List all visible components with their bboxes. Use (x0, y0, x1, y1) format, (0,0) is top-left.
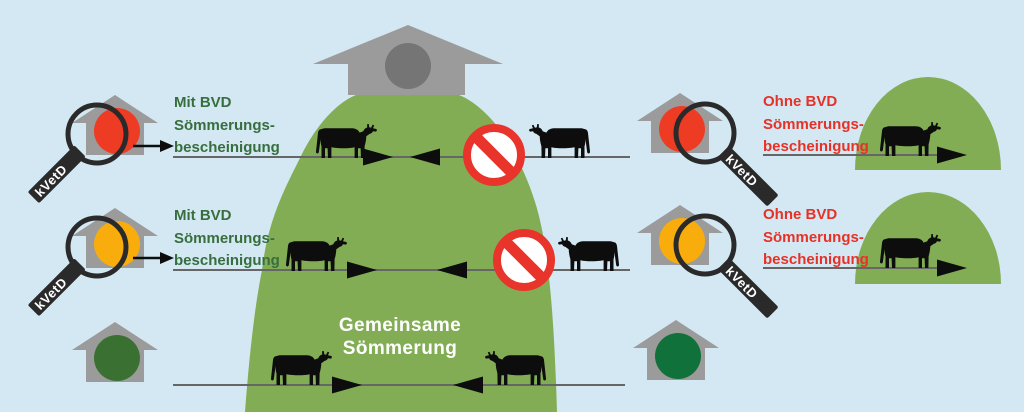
with-bvd-label-row1: Mit BVD Sömmerungs- bescheinigung (174, 94, 280, 156)
common-pasture-line1: Gemeinsame (339, 315, 461, 336)
with-bvd-label-row2: Mit BVD Sömmerungs- bescheinigung (174, 207, 280, 269)
without-bvd-label-row2: Ohne BVD Sömmerungs- bescheinigung (763, 206, 869, 268)
private-alp-dome-bottom (855, 192, 1001, 284)
common-pasture-label: Gemeinsame Sömmerung (339, 315, 461, 359)
without-bvd-label-row1: Ohne BVD Sömmerungs- bescheinigung (763, 93, 869, 155)
pointer-arrow-icon (133, 252, 174, 264)
with-bvd-line1: Mit BVD (174, 207, 232, 224)
with-bvd-line3: bescheinigung (174, 139, 280, 156)
with-bvd-line2: Sömmerungs- (174, 117, 275, 134)
with-bvd-line3: bescheinigung (174, 252, 280, 269)
private-alp-dome-top (855, 77, 1001, 170)
with-bvd-line1: Mit BVD (174, 94, 232, 111)
pointer-arrow-icon (133, 140, 174, 152)
no-entry-icon (467, 128, 521, 182)
common-pasture-line2: Sömmerung (343, 338, 457, 359)
no-entry-icon (497, 233, 551, 287)
without-bvd-line3: bescheinigung (763, 251, 869, 268)
barn-icon (313, 25, 503, 95)
without-bvd-line1: Ohne BVD (763, 206, 837, 223)
without-bvd-line1: Ohne BVD (763, 93, 837, 110)
without-bvd-line3: bescheinigung (763, 138, 869, 155)
without-bvd-line2: Sömmerungs- (763, 116, 864, 133)
without-bvd-line2: Sömmerungs- (763, 229, 864, 246)
with-bvd-line2: Sömmerungs- (174, 230, 275, 247)
